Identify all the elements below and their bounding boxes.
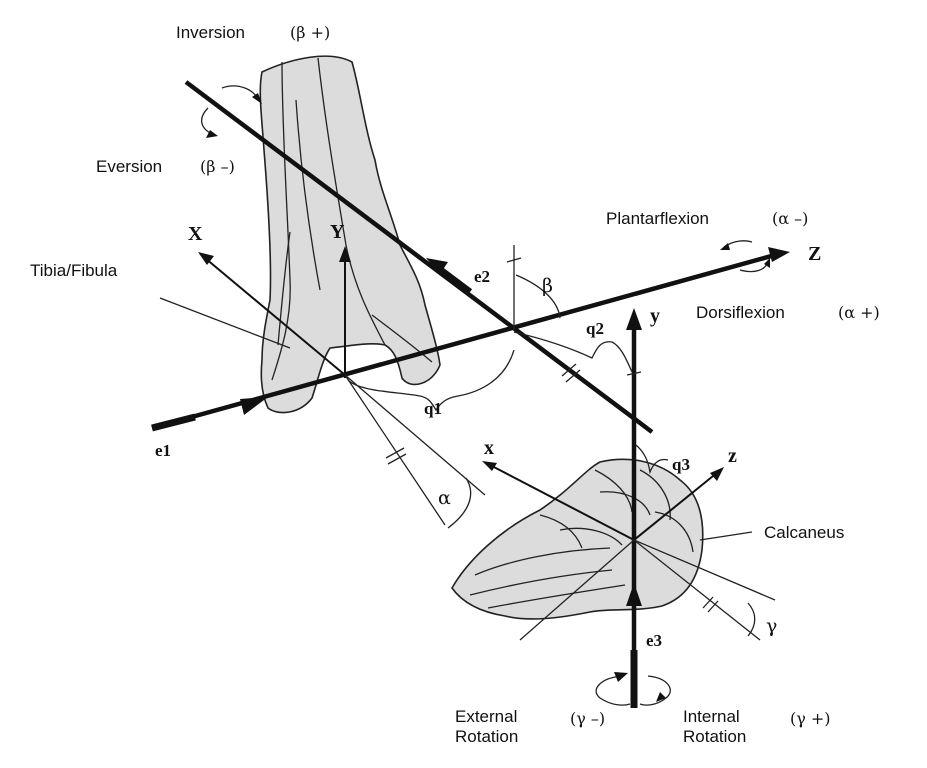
- axis-e1-label: e1: [155, 441, 171, 460]
- plantarflexion-label: Plantarflexion: [606, 209, 709, 228]
- construction-lines: [159, 245, 776, 641]
- tibia-X-axis: [198, 252, 346, 376]
- rotation-arrows: [595, 672, 671, 706]
- foot-z-axis: [633, 467, 724, 541]
- angle-gamma-label: γ: [766, 615, 777, 637]
- axis-e3-label: e3: [646, 631, 662, 650]
- plantar-dorsiflexion-arrows: [720, 240, 770, 273]
- inversion-eversion-arrows: [201, 85, 262, 138]
- axis-e2-label: e2: [474, 267, 490, 286]
- tibia-Y-axis: [339, 246, 351, 378]
- calcaneus-label: Calcaneus: [764, 523, 844, 542]
- axis-X-label: X: [188, 223, 203, 245]
- axis-Z-label: Z: [808, 243, 821, 265]
- distance-q1-label: q1: [424, 399, 442, 418]
- distance-q3-label: q3: [672, 455, 690, 474]
- tibia-fibula-bone: [259, 55, 441, 414]
- internal-rotation-label-line2: Rotation: [683, 727, 746, 746]
- angle-alpha-label: α: [438, 487, 451, 509]
- eversion-label: Eversion: [96, 157, 162, 176]
- angle-beta-label: β: [542, 275, 553, 297]
- external-rotation-sign: (γ –): [570, 709, 605, 728]
- internal-rotation-label-line1: Internal: [683, 707, 740, 726]
- foot-x-axis: [482, 461, 635, 541]
- eversion-sign: (β –): [200, 157, 235, 176]
- e1-Z-axis: [151, 247, 790, 432]
- tibia-fibula-label: Tibia/Fibula: [30, 261, 118, 280]
- foot-bones: [451, 458, 704, 620]
- axis-x-label: x: [484, 437, 494, 459]
- angle-arcs: [447, 274, 756, 637]
- e2-floating-axis: [184, 80, 654, 434]
- inversion-label: Inversion: [176, 23, 245, 42]
- dorsiflexion-label: Dorsiflexion: [696, 303, 785, 322]
- internal-rotation-sign: (γ +): [790, 709, 831, 728]
- inversion-sign: (β +): [290, 23, 330, 42]
- plantarflexion-sign: (α –): [772, 209, 808, 228]
- axis-Y-label: Y: [330, 221, 345, 243]
- external-rotation-label-line2: Rotation: [455, 727, 518, 746]
- axis-z-label: z: [728, 445, 737, 467]
- external-rotation-label-line1: External: [455, 707, 517, 726]
- e3-y-axis: [626, 308, 642, 708]
- axis-y-label: y: [650, 305, 660, 327]
- dorsiflexion-sign: (α +): [838, 303, 880, 322]
- distance-q2-label: q2: [586, 319, 604, 338]
- distance-braces: [347, 331, 669, 475]
